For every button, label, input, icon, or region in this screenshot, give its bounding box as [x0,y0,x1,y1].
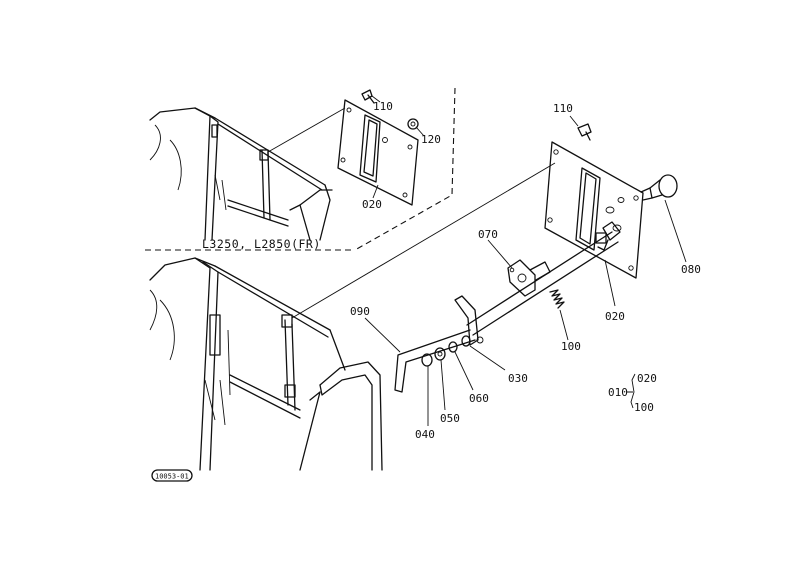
knob-080 [640,174,687,263]
inset-leader-120 [415,126,425,137]
label-080: 080 [681,263,701,276]
legend-brace [627,373,636,409]
legend-main: 010 [608,386,628,399]
leader-020 [604,259,616,307]
legend-b: 100 [634,401,654,414]
label-090: 090 [350,305,370,318]
washer-050 [434,347,446,361]
label-020: 020 [605,310,625,323]
inset-border-right [354,87,456,251]
pin-030 [461,335,471,347]
inset-link-line [267,107,346,153]
label-020-inset: 020 [362,198,382,211]
hardware-stack [421,335,506,426]
label-110: 110 [553,102,573,115]
plate-020 [544,141,644,279]
inset-cab-frame [149,107,333,241]
legend-a: 020 [637,372,657,385]
bracket-070 [487,239,551,297]
pin-040 [421,353,433,367]
washer-060 [448,341,458,353]
main-cab-frame [149,257,383,471]
inset-nut-120 [407,118,419,130]
drawing-ref: 10053-01 [155,473,189,481]
label-120-inset: 120 [421,133,441,146]
label-070: 070 [478,228,498,241]
label-040: 040 [415,428,435,441]
lever-090 [364,295,484,393]
inset-leader-110 [371,95,381,103]
drawing-ref-stamp: 10053-01 [151,469,193,482]
inset-leader-020 [372,184,379,199]
assembly-legend: 010 020 100 [608,372,657,414]
label-100: 100 [561,340,581,353]
main-link-line [291,162,556,319]
inset-view: 110 120 020 L3250, L2850(FR) [145,87,456,251]
label-050: 050 [440,412,460,425]
bolt-110 [569,115,592,141]
inset-caption: L3250, L2850(FR) [202,237,321,251]
inset-plate-020 [337,99,419,206]
label-060: 060 [469,392,489,405]
label-030: 030 [508,372,528,385]
spring-100 [549,289,569,341]
label-110-inset: 110 [373,100,393,113]
